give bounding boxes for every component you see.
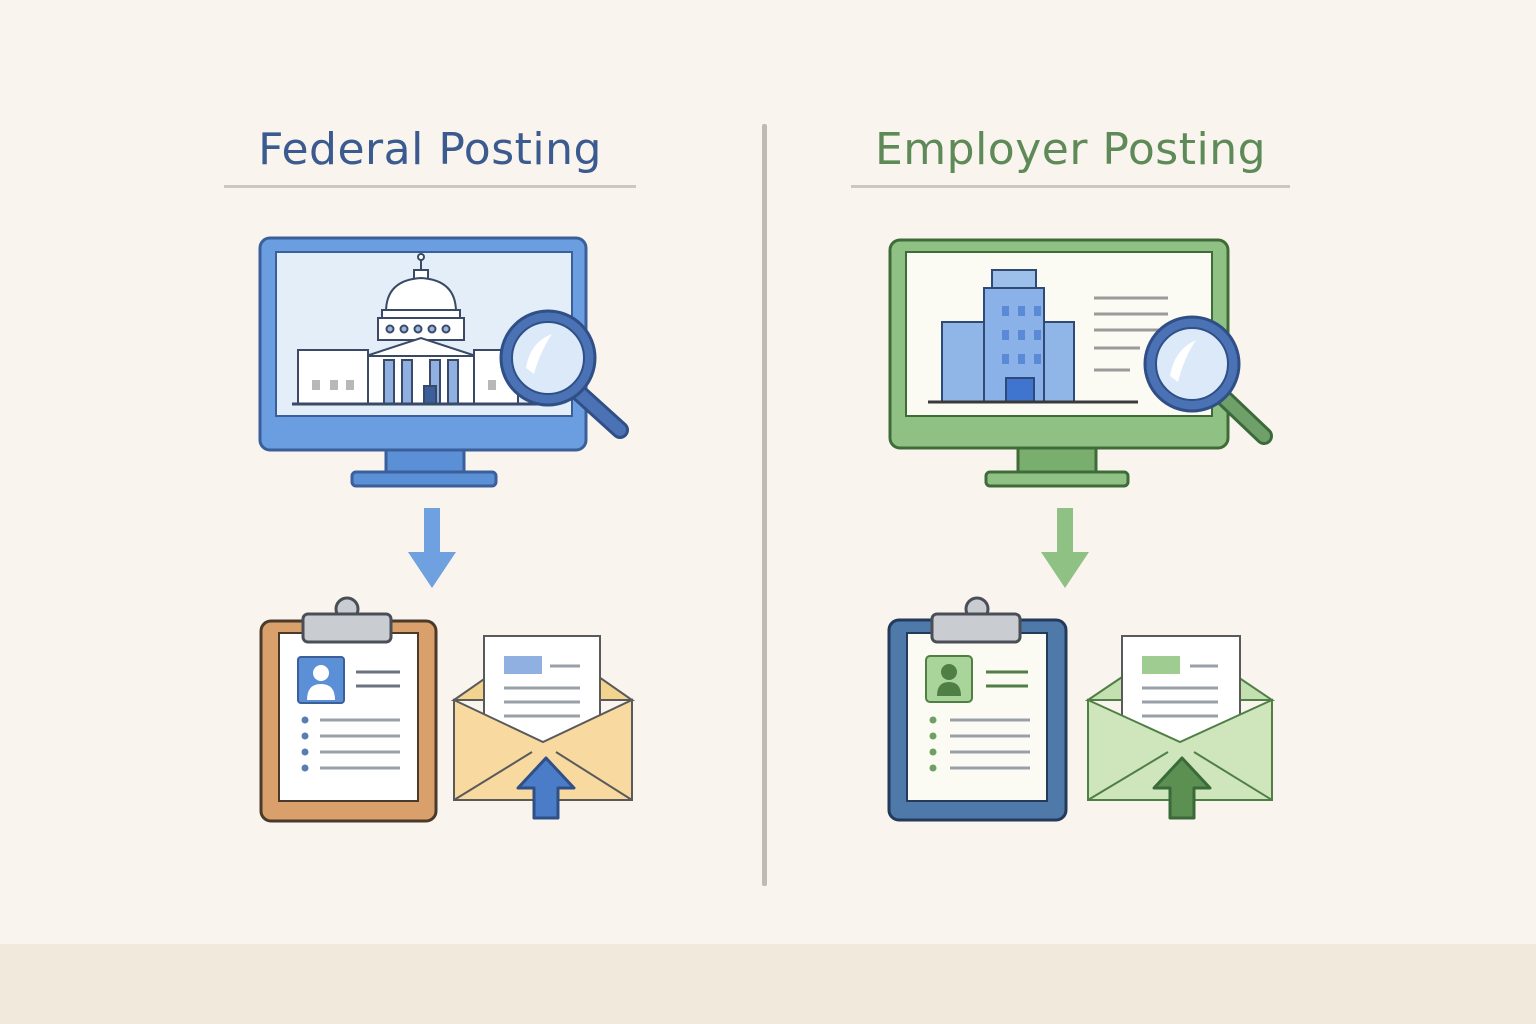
federal-envelope-upload-icon bbox=[450, 635, 636, 820]
footer-band bbox=[0, 944, 1536, 1024]
federal-magnifier-icon bbox=[499, 309, 629, 439]
federal-down-arrow-icon bbox=[408, 508, 456, 588]
office-building-icon bbox=[928, 269, 1168, 404]
federal-clipboard-resume-icon bbox=[259, 596, 438, 823]
employer-down-arrow-icon bbox=[1041, 508, 1089, 588]
employer-envelope-upload-icon bbox=[1084, 635, 1276, 820]
employer-clipboard-resume-icon bbox=[887, 596, 1068, 822]
employer-magnifier-icon bbox=[1143, 315, 1273, 445]
federal-posting-title: Federal Posting bbox=[224, 118, 636, 188]
employer-posting-title: Employer Posting bbox=[851, 118, 1290, 188]
panel-divider bbox=[762, 124, 767, 886]
